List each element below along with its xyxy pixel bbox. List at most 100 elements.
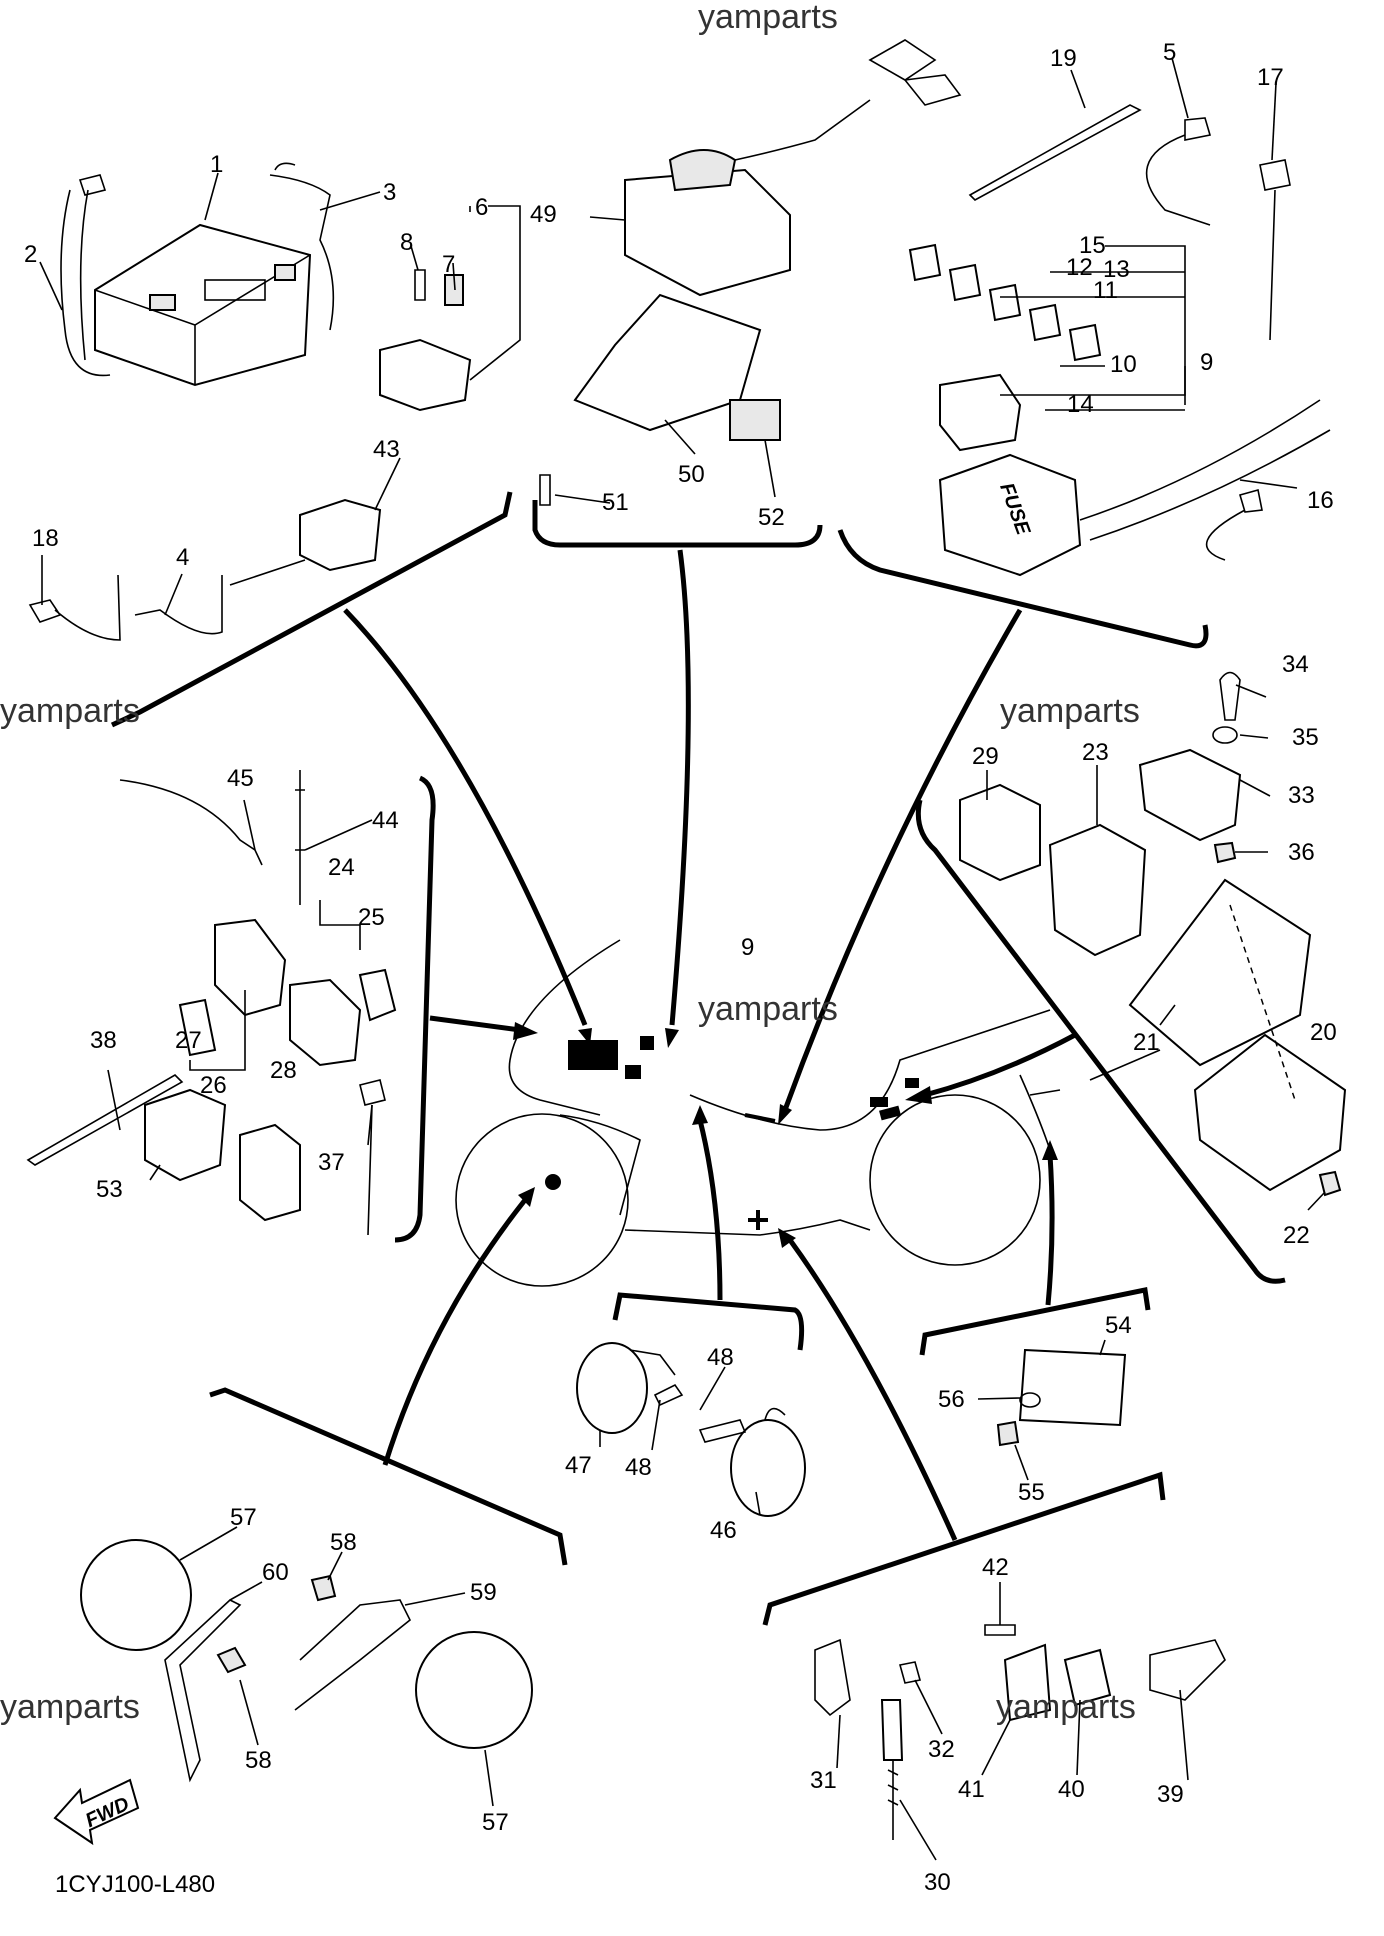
callout-26: 26 — [200, 1072, 227, 1099]
callout-40: 40 — [1058, 1776, 1085, 1803]
cable-tie-5 — [1146, 117, 1212, 226]
nut-55 — [996, 1420, 1020, 1447]
group-bracket-relays — [394, 775, 436, 1243]
diagram-code: 1CYJ100-L480 — [55, 1871, 215, 1898]
bolt-51 — [539, 474, 551, 506]
battery — [94, 223, 312, 387]
reflector-57b — [415, 1631, 533, 1749]
callout-15: 15 — [1079, 232, 1106, 259]
group-bracket-ecu-mount — [532, 500, 823, 548]
callout-17: 17 — [1257, 64, 1284, 91]
nut-36 — [1213, 841, 1237, 864]
ecu-bracket — [573, 293, 762, 432]
cable-tie-38 — [26, 1073, 184, 1166]
nut-58b — [310, 1574, 337, 1602]
group-bracket-fuse — [837, 529, 1209, 649]
starter-relay — [379, 338, 472, 412]
arrowhead — [905, 1086, 932, 1104]
callout-5: 5 — [1163, 39, 1176, 66]
watermark: yamparts — [996, 1688, 1136, 1726]
unit-23 — [1048, 823, 1147, 957]
arrowhead — [513, 1022, 538, 1040]
callout-4: 4 — [176, 544, 189, 571]
ecu-cap — [668, 149, 737, 192]
callout-23: 23 — [1082, 739, 1109, 766]
fuse-harness — [1079, 399, 1331, 541]
callout-2: 2 — [24, 241, 37, 268]
clamp-17 — [1259, 159, 1291, 341]
relay-29 — [959, 783, 1041, 882]
leader-horn-to-bike — [697, 1119, 723, 1301]
leader-fuse-to-bike — [782, 608, 1023, 1111]
arrowhead — [778, 1228, 796, 1248]
relay-53 — [144, 1088, 227, 1182]
bracket-39 — [1149, 1639, 1226, 1701]
callout-3: 3 — [383, 179, 396, 206]
lead-44 — [295, 770, 305, 905]
dc-outlet — [299, 498, 382, 572]
callout-48b: 48 — [625, 1454, 652, 1481]
callout-42: 42 — [982, 1554, 1009, 1581]
reflector-57a — [80, 1539, 192, 1651]
horn-bracket — [629, 1349, 676, 1376]
watermark: yamparts — [0, 1688, 140, 1726]
callout-10: 10 — [1110, 351, 1137, 378]
group-bracket-plate — [919, 1287, 1151, 1356]
cable-tie-16 — [1205, 488, 1263, 561]
callout-31: 31 — [810, 1767, 837, 1794]
bolt-42 — [984, 1624, 1016, 1636]
screw-34 — [1219, 671, 1241, 721]
callout-29: 29 — [972, 743, 999, 770]
callout-43: 43 — [373, 436, 400, 463]
callout-58a: 58 — [330, 1529, 357, 1556]
cable-tie-19 — [968, 104, 1142, 201]
relay-25-socket — [358, 968, 397, 1022]
arrowhead — [778, 1104, 792, 1125]
callout-41: 41 — [958, 1776, 985, 1803]
callout-50: 50 — [678, 461, 705, 488]
clamp-37 — [359, 1079, 386, 1236]
relay-28 — [239, 1123, 301, 1222]
bracket-41 — [1003, 1643, 1052, 1722]
plate-light-54 — [1018, 1348, 1127, 1427]
arrowhead — [518, 1187, 535, 1207]
callout-12: 12 — [1066, 254, 1093, 281]
callout-9-harness: 9 — [741, 934, 754, 961]
fuses — [908, 243, 1102, 362]
leader-relays-to-bike — [429, 1015, 521, 1033]
callout-16: 16 — [1307, 487, 1334, 514]
callout-48a: 48 — [707, 1344, 734, 1371]
watermark: yamparts — [0, 692, 140, 730]
horn-46 — [730, 1419, 806, 1517]
watermark: yamparts — [698, 0, 838, 36]
bracket-59 — [294, 1599, 412, 1711]
callout-1: 1 — [210, 151, 223, 178]
callout-11: 11 — [1093, 277, 1118, 304]
callout-27: 27 — [175, 1027, 202, 1054]
relay-24 — [214, 918, 287, 1017]
forward-arrow-icon: FWD — [53, 1778, 140, 1846]
callout-38: 38 — [90, 1027, 117, 1054]
cable-tie-45 — [119, 779, 263, 866]
leader-dash — [1229, 904, 1296, 1101]
group-bracket-horn — [612, 1292, 805, 1351]
callout-14: 14 — [1067, 391, 1094, 418]
callout-25: 25 — [358, 904, 385, 931]
nut-58a — [216, 1646, 247, 1674]
ecu-harness — [734, 39, 962, 161]
callout-32: 32 — [928, 1736, 955, 1763]
callout-18: 18 — [32, 525, 59, 552]
ecu-unit — [624, 168, 791, 297]
bracket-31 — [814, 1638, 851, 1717]
callout-59: 59 — [470, 1579, 497, 1606]
callout-39: 39 — [1157, 1781, 1184, 1808]
callout-60: 60 — [262, 1559, 289, 1586]
callout-46: 46 — [710, 1517, 737, 1544]
callout-6: 6 — [475, 194, 488, 221]
rectifier-20 — [1193, 1033, 1347, 1192]
group-bracket-battery — [110, 491, 513, 728]
callout-13: 13 — [1103, 256, 1130, 283]
callout-leaders — [39, 57, 1326, 1861]
callout-19: 19 — [1050, 45, 1077, 72]
